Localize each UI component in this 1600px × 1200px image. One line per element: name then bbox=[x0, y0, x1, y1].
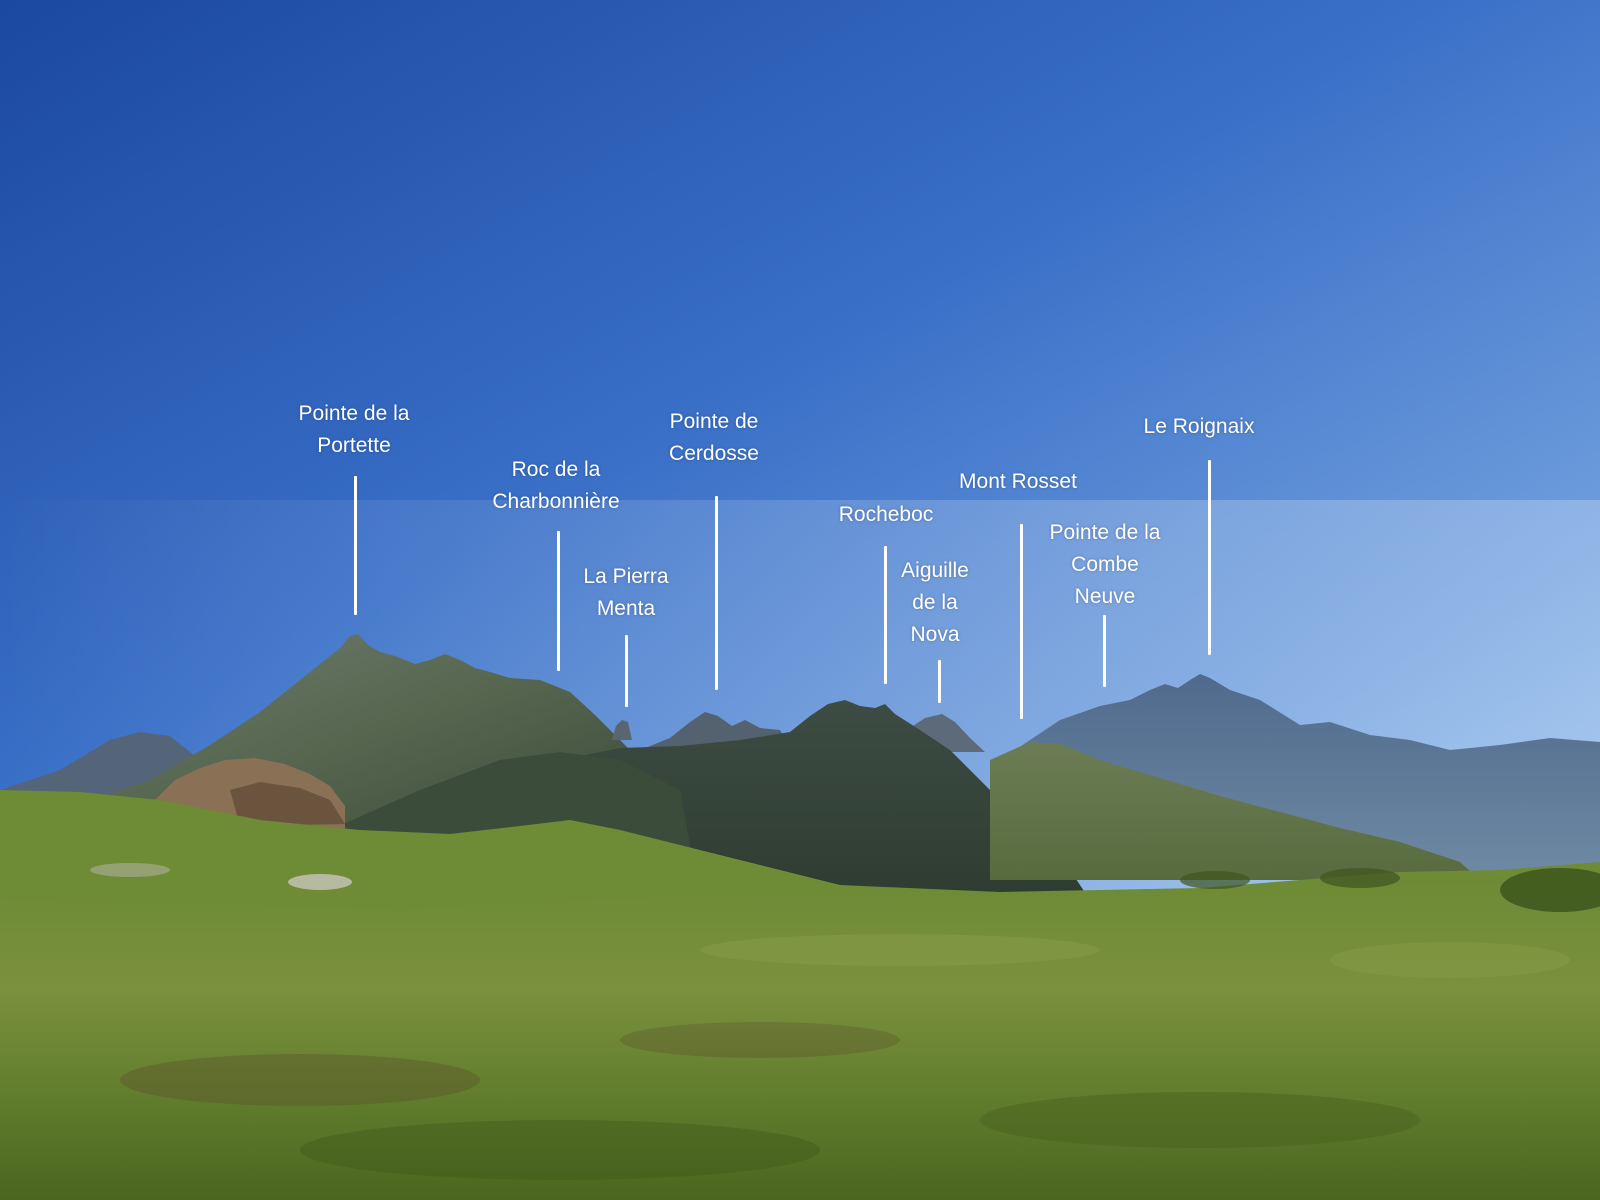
rock-outcrop-shadow bbox=[230, 782, 345, 826]
label-pointe-de-la-combe-neuve: Pointe de la Combe Neuve bbox=[1049, 521, 1161, 608]
meadow-tussock bbox=[1500, 868, 1600, 912]
meadow-patch bbox=[700, 934, 1100, 966]
label-pointe-de-cerdosse: Pointe de Cerdosse bbox=[669, 410, 759, 465]
meadow-tussock bbox=[1180, 871, 1250, 889]
leader-line-aiguille-de-la-nova bbox=[937, 660, 941, 703]
meadow-patch bbox=[980, 1092, 1420, 1148]
label-le-roignaix: Le Roignaix bbox=[1143, 415, 1255, 438]
meadow-tussock bbox=[1320, 868, 1400, 888]
leader-line-la-pierra-menta bbox=[624, 635, 628, 707]
label-aiguille-de-la-nova: Aiguille de la Nova bbox=[901, 559, 969, 646]
label-la-pierra-menta: La Pierra Menta bbox=[583, 565, 669, 620]
meadow-patch bbox=[300, 1120, 820, 1180]
leader-line-roc-de-la-charbonniere bbox=[556, 531, 560, 671]
label-pointe-de-la-portette: Pointe de la Portette bbox=[298, 402, 410, 457]
meadow-foreground bbox=[0, 875, 1600, 1200]
meadow-stones bbox=[288, 874, 352, 890]
mont-rosset-hill bbox=[990, 742, 1480, 880]
label-mont-rosset: Mont Rosset bbox=[959, 470, 1077, 493]
leader-line-le-roignaix bbox=[1207, 460, 1211, 655]
leader-line-mont-rosset bbox=[1019, 524, 1023, 719]
leader-line-pointe-de-la-portette bbox=[353, 476, 357, 615]
leader-line-rocheboc bbox=[883, 546, 887, 684]
leader-line-pointe-de-la-combe-neuve bbox=[1102, 615, 1106, 687]
meadow-patch bbox=[120, 1054, 480, 1106]
pierra-menta-spire bbox=[612, 720, 632, 740]
meadow-stones bbox=[90, 863, 170, 877]
meadow-patch bbox=[620, 1022, 900, 1058]
label-roc-de-la-charbonniere: Roc de la Charbonnière bbox=[492, 458, 620, 513]
label-rocheboc: Rocheboc bbox=[838, 503, 934, 526]
leader-line-pointe-de-cerdosse bbox=[714, 496, 718, 690]
meadow-patch bbox=[1330, 942, 1570, 978]
